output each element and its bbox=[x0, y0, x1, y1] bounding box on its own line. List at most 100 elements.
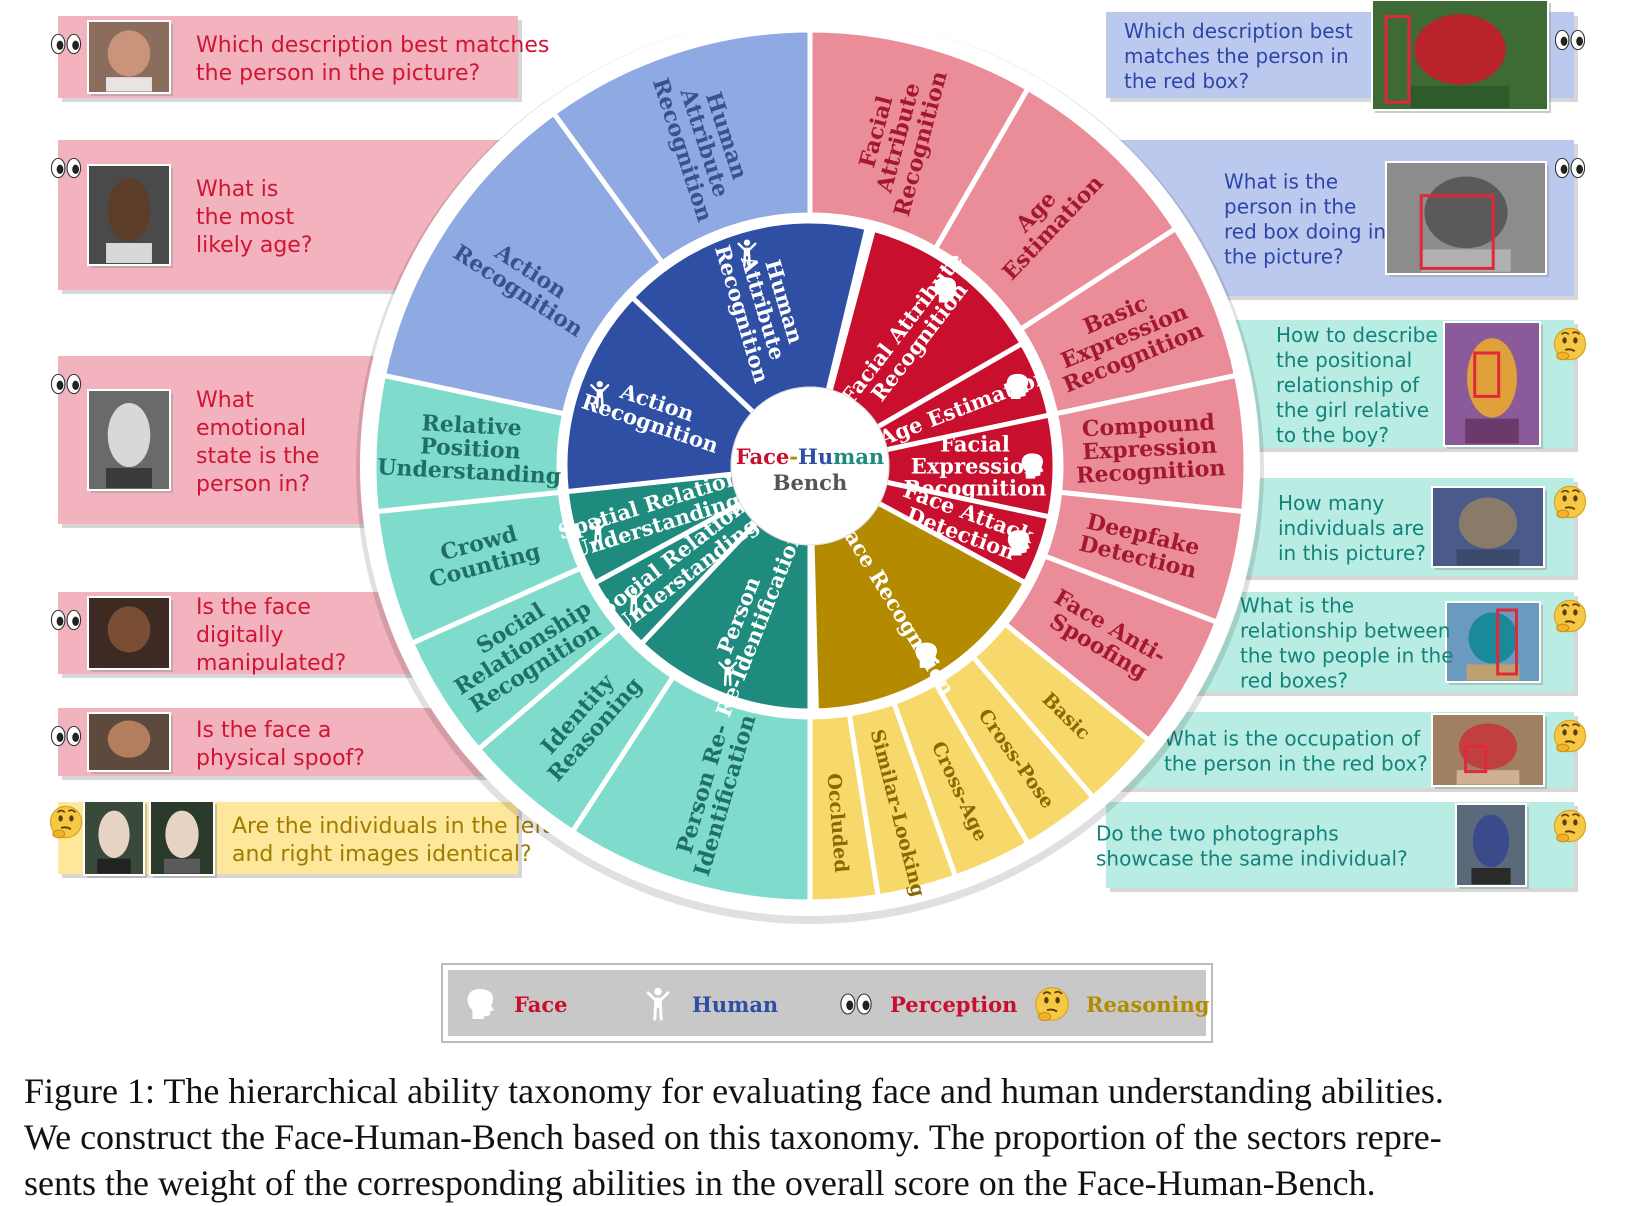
question-text: to the boy? bbox=[1276, 423, 1389, 447]
outer-sector-person-re-identification: Person Re-Identification bbox=[569, 673, 813, 905]
question-text: Which description best bbox=[1124, 19, 1353, 43]
question-text: What is the bbox=[1224, 170, 1338, 194]
question-text: the positional bbox=[1276, 348, 1412, 372]
question-text: individuals are bbox=[1278, 516, 1424, 540]
figure-caption: Figure 1: The hierarchical ability taxon… bbox=[24, 1068, 1620, 1206]
thinking-face-icon bbox=[1553, 809, 1587, 843]
face-photo bbox=[87, 389, 173, 493]
inner-sector-label: Facial bbox=[940, 431, 1010, 456]
human-icon bbox=[590, 380, 610, 409]
question-text: What bbox=[196, 388, 254, 413]
question-text: emotional bbox=[196, 416, 306, 441]
inner-sector-label: Expression bbox=[911, 453, 1040, 478]
scene-photo bbox=[1443, 321, 1543, 449]
question-text: digitally bbox=[196, 623, 284, 648]
question-text: the person in the red box? bbox=[1164, 752, 1428, 776]
q-facial-attribute-bar: Which description best matches the person… bbox=[50, 16, 549, 102]
thinking-face-icon bbox=[1553, 719, 1587, 753]
human-icon bbox=[718, 658, 738, 687]
face-icon bbox=[467, 989, 494, 1019]
eyes-icon bbox=[50, 33, 82, 55]
question-text: the two people in the bbox=[1240, 644, 1454, 668]
queen-photo-left bbox=[83, 800, 147, 878]
face-icon bbox=[934, 277, 957, 303]
center-title: Face-Human bbox=[736, 444, 884, 469]
human-icon bbox=[588, 518, 608, 546]
outer-sector-face-anti-spoofing: Face Anti-Spoofing bbox=[1001, 552, 1221, 744]
thinking-face-icon bbox=[49, 805, 83, 839]
question-text: person in? bbox=[196, 472, 310, 497]
eyes-icon bbox=[50, 609, 82, 631]
question-text: the girl relative bbox=[1276, 398, 1429, 422]
outer-sector-label: Relative bbox=[421, 410, 522, 441]
question-text: in this picture? bbox=[1278, 541, 1426, 565]
eyes-icon bbox=[50, 157, 82, 179]
outer-sector-cross-pose: Cross-Pose bbox=[932, 653, 1097, 848]
legend-label: Reasoning bbox=[1086, 992, 1210, 1017]
face-photo bbox=[87, 20, 173, 96]
face-photo bbox=[87, 596, 173, 672]
legend-label: Perception bbox=[890, 992, 1017, 1017]
question-text: How many bbox=[1278, 491, 1384, 515]
legend-item-reasoning: Reasoning bbox=[1035, 987, 1210, 1021]
question-text: matches the person in bbox=[1124, 44, 1349, 68]
thinking-face-icon bbox=[1553, 327, 1587, 361]
caption-line: We construct the Face-Human-Bench based … bbox=[24, 1117, 1442, 1157]
question-text: Do the two photographs bbox=[1096, 822, 1339, 846]
thinking-face-icon bbox=[1035, 987, 1069, 1021]
center-subtitle: Bench bbox=[773, 470, 847, 495]
scene-photo bbox=[1455, 803, 1529, 889]
question-text: relationship of bbox=[1276, 373, 1420, 397]
human-icon bbox=[646, 987, 670, 1021]
eyes-icon bbox=[1554, 157, 1586, 179]
caption-line: sents the weight of the corresponding ab… bbox=[24, 1163, 1376, 1203]
question-text: likely age? bbox=[196, 233, 313, 258]
queen-photo-right bbox=[149, 800, 217, 878]
caption-line: Figure 1: The hierarchical ability taxon… bbox=[24, 1071, 1444, 1111]
face-icon bbox=[915, 642, 938, 668]
question-text: manipulated? bbox=[196, 651, 346, 676]
face-photo bbox=[87, 712, 173, 774]
question-text: What is bbox=[196, 177, 278, 202]
question-text: What is the occupation of bbox=[1164, 727, 1421, 751]
scene-photo bbox=[1445, 601, 1543, 685]
question-text: red boxes? bbox=[1240, 669, 1348, 693]
question-text: Which description best matches bbox=[196, 33, 549, 58]
question-text: relationship between bbox=[1240, 619, 1450, 643]
question-text: Is the face bbox=[196, 595, 311, 620]
scene-photo bbox=[1431, 486, 1547, 570]
eyes-icon bbox=[50, 373, 82, 395]
inner-sector-face-recognition: Face Recognition bbox=[809, 499, 1029, 714]
thinking-face-icon bbox=[1553, 485, 1587, 519]
question-text: How to describe bbox=[1276, 323, 1438, 347]
question-text: person in the bbox=[1224, 195, 1356, 219]
question-text: the person in the picture? bbox=[196, 61, 480, 86]
legend-label: Human bbox=[692, 992, 778, 1017]
eyes-icon bbox=[840, 993, 872, 1015]
legend-item-human: Human bbox=[646, 987, 778, 1021]
question-text: and right images identical? bbox=[232, 842, 532, 867]
face-photo bbox=[87, 164, 173, 268]
eyes-icon bbox=[50, 725, 82, 747]
question-text: red box doing in bbox=[1224, 220, 1386, 244]
face-icon bbox=[1021, 453, 1044, 479]
scene-photo bbox=[1371, 0, 1551, 113]
question-text: physical spoof? bbox=[196, 746, 365, 771]
question-text: showcase the same individual? bbox=[1096, 847, 1408, 871]
